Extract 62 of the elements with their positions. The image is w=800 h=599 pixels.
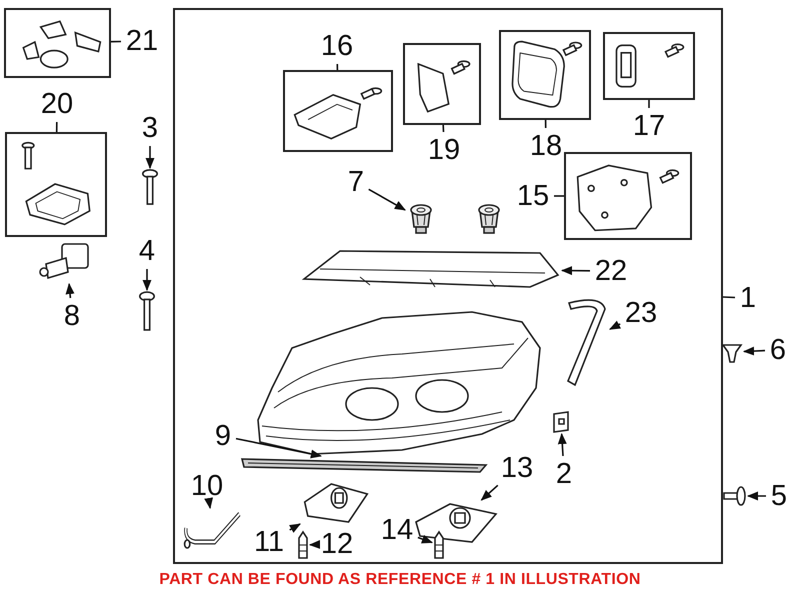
parts-kit-box	[4, 8, 111, 78]
leader-line	[722, 296, 736, 298]
parts-kit-box	[564, 152, 692, 240]
pin-drawing	[432, 530, 446, 560]
callout-number: 20	[38, 88, 76, 120]
parts-kit-box	[283, 70, 393, 152]
bolt-drawing	[722, 485, 748, 507]
callout-number: 8	[61, 300, 83, 332]
callout-number: 18	[527, 130, 565, 162]
leader-line	[236, 438, 322, 458]
leader-line	[289, 523, 301, 533]
lens-drawing	[300, 247, 562, 291]
callout-number: 13	[498, 452, 536, 484]
leader-line	[558, 432, 567, 456]
parts-kit-box	[5, 132, 107, 237]
leader-line	[142, 269, 152, 292]
callout-number: 12	[318, 528, 356, 560]
parts-kit-box	[403, 43, 481, 125]
callout-number: 22	[592, 255, 630, 287]
note-text: PART CAN BE FOUND AS REFERENCE # 1 IN ILLUSTRATION	[159, 571, 641, 588]
leader-line	[368, 188, 406, 211]
trim-strip-drawing	[240, 456, 490, 474]
parts-kit-box	[499, 30, 591, 120]
leader-line	[418, 534, 434, 544]
callout-number: 6	[767, 334, 789, 366]
callout-number: 11	[250, 526, 288, 558]
leader-line	[480, 484, 498, 501]
leader-line	[746, 492, 766, 500]
bolt-drawing	[141, 168, 159, 206]
bracket-drawing	[550, 410, 572, 434]
callout-number: 3	[139, 112, 161, 144]
leader-line	[204, 497, 214, 510]
callout-number: 2	[553, 458, 575, 490]
callout-number: 9	[212, 420, 234, 452]
leader-line	[56, 122, 58, 132]
leader-line	[66, 282, 74, 298]
pin-drawing	[296, 530, 310, 560]
bolt-drawing	[138, 290, 156, 332]
callout-number: 1	[737, 282, 759, 314]
parts-kit-box	[603, 32, 695, 100]
leader-line	[544, 120, 546, 128]
callout-number: 21	[123, 25, 161, 57]
leader-line	[110, 40, 122, 42]
callout-number: 16	[318, 30, 356, 62]
leader-line	[146, 146, 154, 170]
callout-number: 10	[188, 470, 226, 502]
leader-line	[442, 124, 444, 132]
callout-number: 17	[630, 110, 668, 142]
leader-line	[554, 195, 564, 197]
callout-number: 5	[768, 480, 790, 512]
leader-line	[308, 540, 320, 549]
leader-line	[560, 266, 590, 276]
callout-number: 23	[622, 297, 660, 329]
callout-number: 4	[136, 235, 158, 267]
leader-line	[609, 320, 621, 330]
callout-number: 7	[345, 166, 367, 198]
callout-number: 14	[378, 514, 416, 546]
callout-number: 19	[425, 134, 463, 166]
leader-line	[336, 64, 338, 70]
callout-number: 15	[514, 180, 552, 212]
leader-line	[648, 100, 650, 108]
leader-line	[742, 346, 766, 356]
